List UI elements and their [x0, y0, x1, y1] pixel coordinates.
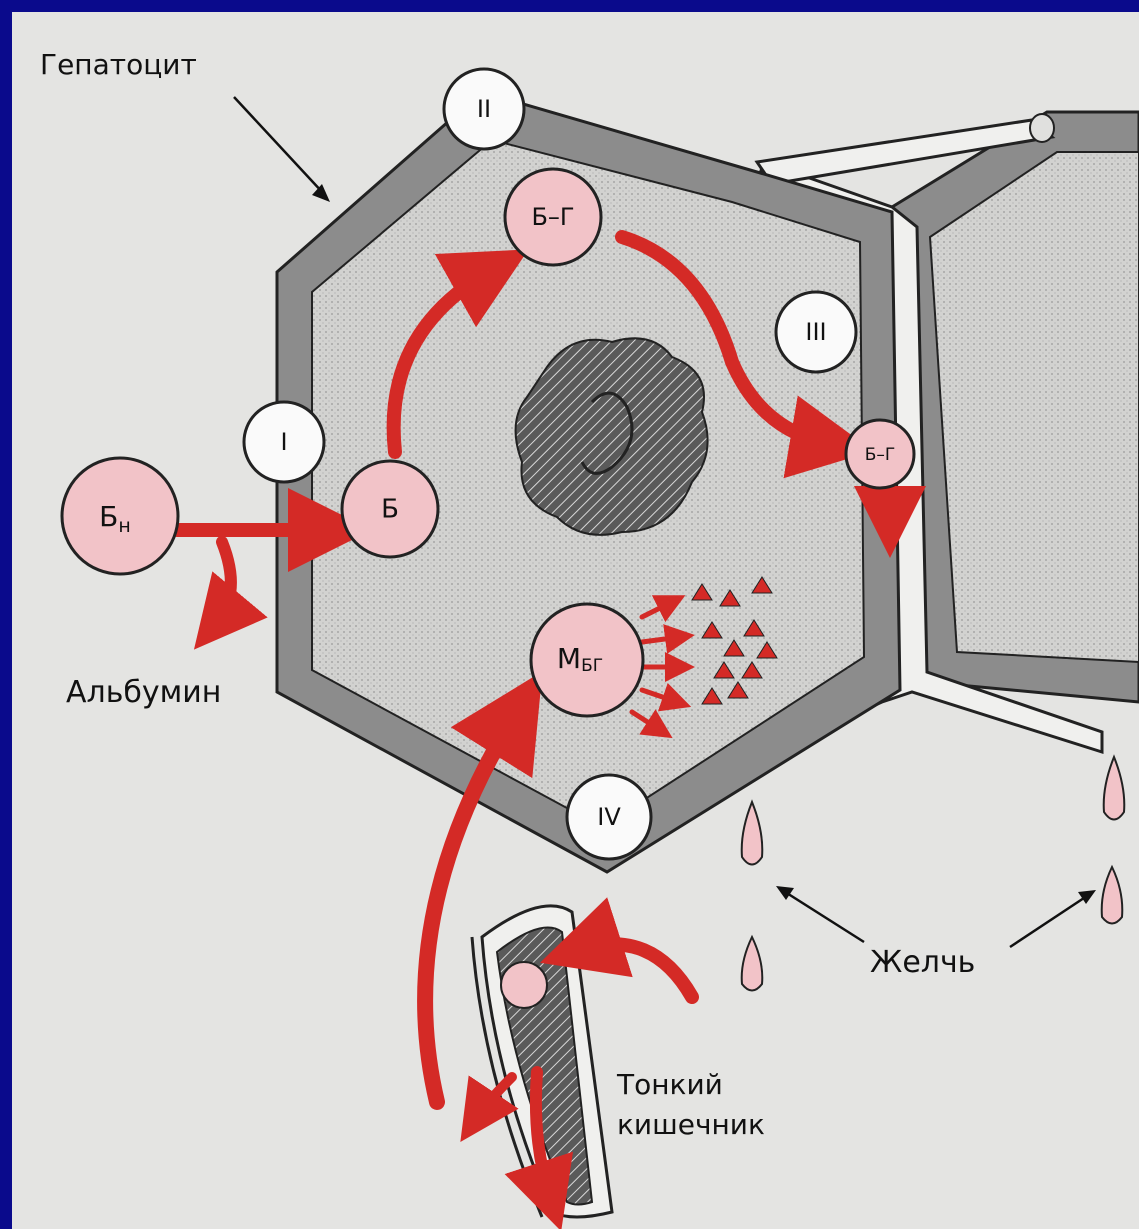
stage-i-label: I: [280, 428, 287, 456]
bile-drop: [742, 802, 763, 865]
bile-drop: [1102, 867, 1123, 924]
hepatocyte-label: Гепатоцит: [40, 48, 197, 81]
stage-iii-label: III: [805, 318, 826, 346]
bilirubin-metabolism-diagram: II III I IV Бн Б Б–Г Б–Г МБГ Гепатоцит А…: [12, 12, 1139, 1229]
arrow-bile-to-intestine: [580, 944, 692, 997]
bile-drop: [742, 937, 763, 991]
neighbor-cell: [892, 112, 1139, 702]
bile-drop: [1104, 757, 1125, 820]
bile-label: Желчь: [870, 945, 975, 980]
arrow-intestine-down-1: [477, 1077, 512, 1117]
small-intestine-label-line2: кишечник: [617, 1108, 765, 1141]
intestine-molecule: [501, 962, 547, 1008]
bg-small-label: Б–Г: [865, 445, 896, 465]
diagram-canvas: II III I IV Бн Б Б–Г Б–Г МБГ Гепатоцит А…: [12, 12, 1139, 1229]
arrow-to-albumin: [217, 542, 231, 622]
b-label: Б: [381, 495, 399, 525]
small-intestine-label-line1: Тонкий: [616, 1068, 723, 1101]
stage-iv-label: IV: [597, 803, 621, 831]
stage-ii-label: II: [477, 95, 491, 123]
albumin-label: Альбумин: [66, 675, 221, 710]
bg-label: Б–Г: [531, 203, 574, 231]
